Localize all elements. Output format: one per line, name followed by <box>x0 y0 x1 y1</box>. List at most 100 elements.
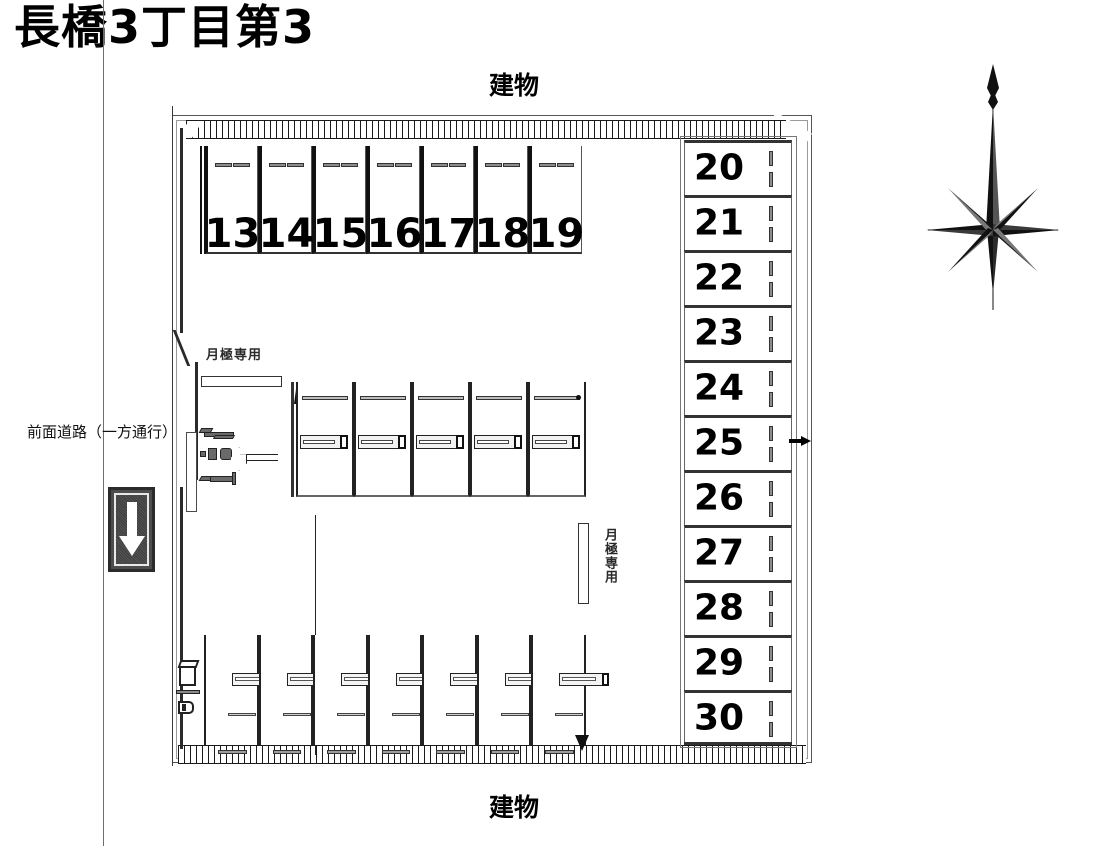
stall-marking-bar <box>476 396 522 400</box>
wheel-stop-marking <box>272 750 302 754</box>
car-stopper-icon <box>416 435 464 449</box>
right-column-bottom-edge <box>684 742 792 745</box>
stall-marking-dash <box>769 481 773 496</box>
stall-marking-dash <box>769 261 773 276</box>
stall-marking-dash <box>769 392 773 407</box>
wheel-stop-marking <box>490 750 520 754</box>
parking-stall-26[interactable]: 26 <box>684 470 792 525</box>
stall-marking-dash <box>769 502 773 517</box>
stall-marking-dash <box>341 163 358 167</box>
stall-marking-bar <box>282 713 311 716</box>
stall-marking-dash <box>377 163 394 167</box>
stall-number-label: 26 <box>694 477 745 519</box>
parking-stall-17[interactable]: 17 <box>420 146 476 254</box>
stall-marking-bar <box>555 713 584 716</box>
stall-marking-dash <box>503 163 520 167</box>
parking-stall-bottom-5[interactable] <box>422 635 501 754</box>
parking-stall-16[interactable]: 16 <box>366 146 423 257</box>
parking-stall-bottom-1[interactable] <box>204 635 282 754</box>
parking-stall-24[interactable]: 24 <box>684 360 792 415</box>
front-road-label: 前面道路（一方通行） <box>27 423 178 441</box>
parking-row-bottom <box>204 635 610 754</box>
bottom-corner-arrow-icon <box>575 735 589 751</box>
parking-stall-14[interactable]: 14 <box>258 146 315 257</box>
stall-marking-bar <box>228 713 256 716</box>
parking-stall-28[interactable]: 28 <box>684 580 792 635</box>
stall-number-label: 15 <box>312 211 369 257</box>
parking-stall-middle-2[interactable] <box>354 382 412 497</box>
stall-number-label: 16 <box>366 211 423 257</box>
stall-marking-bar <box>500 713 529 716</box>
parking-stall-middle-5[interactable] <box>528 382 586 497</box>
parking-stall-29[interactable]: 29 <box>684 635 792 690</box>
monthly-parking-bar-middle <box>578 523 589 604</box>
wheel-stop-marking <box>218 750 247 754</box>
parking-stall-21[interactable]: 21 <box>684 195 792 250</box>
parking-stall-middle-4[interactable] <box>470 382 528 497</box>
top-row-left-edge <box>200 146 202 254</box>
stall-marking-bar <box>360 396 406 400</box>
car-stopper-icon <box>474 435 522 449</box>
stall-number-label: 20 <box>694 147 745 189</box>
stall-marking-dash <box>485 163 502 167</box>
stall-marking-dash <box>233 163 250 167</box>
boundary-wall-upper <box>180 128 183 333</box>
right-pointing-arrow-icon <box>789 436 811 446</box>
stall-number-label: 22 <box>694 257 745 299</box>
stall-number-label: 23 <box>694 312 745 354</box>
parking-stall-13[interactable]: 13 <box>204 146 261 257</box>
parking-stall-30[interactable]: 30 <box>684 690 792 745</box>
parking-stall-19[interactable]: 19 <box>528 146 585 257</box>
site-left-boundary <box>172 106 173 766</box>
parking-stall-25[interactable]: 25 <box>684 415 792 470</box>
parking-stall-15[interactable]: 15 <box>312 146 369 257</box>
building-wall-top <box>186 120 786 139</box>
parking-stall-22[interactable]: 22 <box>684 250 792 305</box>
stall-number-label: 13 <box>204 211 261 257</box>
parking-stall-18[interactable]: 18 <box>474 146 530 254</box>
stall-marking-dash <box>769 612 773 627</box>
stall-marking-bar <box>337 713 366 716</box>
stall-number-label: 25 <box>694 422 745 464</box>
stall-marking-dash <box>269 163 286 167</box>
stall-marking-dash <box>769 591 773 606</box>
car-stopper-icon <box>300 435 348 449</box>
stall-marking-dash <box>539 163 556 167</box>
stall-number-label: 28 <box>694 587 745 629</box>
car-stopper-icon <box>358 435 406 449</box>
stall-marking-dash <box>557 163 574 167</box>
middle-block-left-rail <box>291 382 294 497</box>
monthly-parking-label-top: 月極専用 <box>206 348 263 363</box>
parking-stall-bottom-4[interactable] <box>367 635 446 754</box>
parking-stall-bottom-6[interactable] <box>476 635 555 754</box>
stall-marking-dash <box>323 163 340 167</box>
parking-stall-middle-1[interactable] <box>296 382 354 497</box>
car-stopper-icon <box>559 673 610 686</box>
entrance-gate-bar <box>186 432 197 512</box>
stall-marking-dash <box>431 163 448 167</box>
parking-stall-23[interactable]: 23 <box>684 305 792 360</box>
stall-marking-dash <box>769 172 773 187</box>
parking-stall-27[interactable]: 27 <box>684 525 792 580</box>
one-way-sign-face <box>114 493 149 566</box>
stall-marking-bar <box>391 713 420 716</box>
building-label-top: 建物 <box>489 71 540 100</box>
stall-marking-dash <box>215 163 232 167</box>
building-wall-bottom <box>178 745 806 764</box>
stall-number-label: 14 <box>258 211 315 257</box>
stall-marking-bar <box>418 396 464 400</box>
stall-marking-dash <box>769 282 773 297</box>
parking-stall-bottom-7[interactable] <box>531 635 610 754</box>
parking-stall-bottom-2[interactable] <box>258 635 337 754</box>
middle-block-end-dot <box>576 395 581 400</box>
parking-stall-bottom-3[interactable] <box>313 635 392 754</box>
stall-number-label: 29 <box>694 642 745 684</box>
parking-stall-20[interactable]: 20 <box>684 140 792 195</box>
wheel-stop-marking <box>327 750 356 754</box>
stall-number-label: 19 <box>528 211 585 257</box>
parking-stall-middle-3[interactable] <box>412 382 470 497</box>
stall-marking-dash <box>769 316 773 331</box>
stall-marking-dash <box>287 163 304 167</box>
utility-glyph-2 <box>178 701 194 714</box>
